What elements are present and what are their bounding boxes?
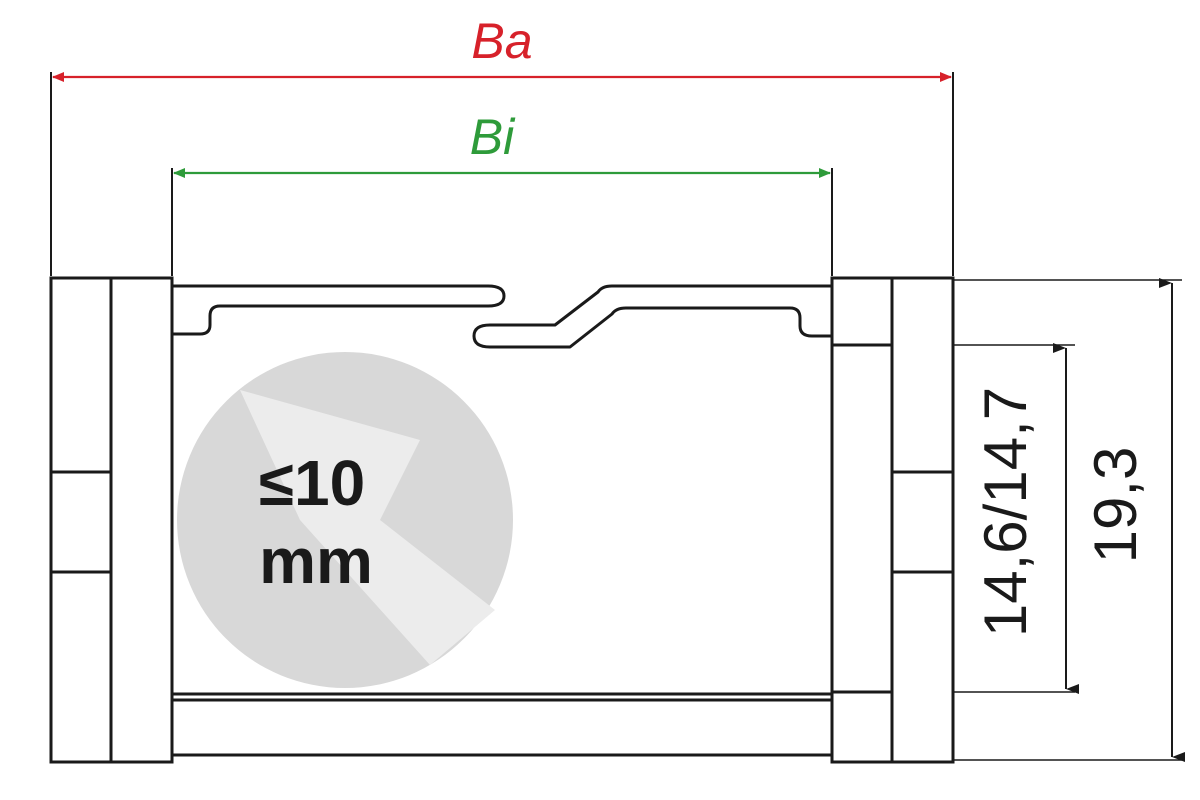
cable-highlight-wedge <box>240 390 495 665</box>
right-wall-inner-plate <box>830 276 894 764</box>
inner-height-label: 14,6/14,7 <box>972 387 1039 637</box>
outer-width-label: Ba <box>471 13 532 69</box>
inner-width-dimension <box>171 168 833 276</box>
inner-height-dimension <box>953 343 1079 694</box>
right-wall-outer-plate <box>890 276 955 764</box>
cable-diameter-unit: mm <box>259 525 373 597</box>
top-crossbar <box>170 284 832 349</box>
left-wall-outer-plate <box>49 276 113 764</box>
left-side-wall <box>49 276 174 764</box>
outer-width-dimension <box>50 72 954 276</box>
right-side-wall <box>830 276 955 764</box>
cable-diameter-value: ≤10 <box>259 447 365 519</box>
inner-cavity <box>170 278 834 762</box>
left-wall-inner-plate <box>109 276 174 764</box>
top-crossbar-outer-profile <box>172 284 506 336</box>
outer-height-label: 19,3 <box>1082 447 1149 564</box>
cable-diameter-indicator <box>177 352 513 688</box>
inner-width-label: Bi <box>470 109 516 165</box>
top-crossbar-lower-profile <box>472 306 832 349</box>
outer-height-dimension <box>953 278 1185 762</box>
top-crossbar-lock-profile <box>170 284 832 334</box>
bottom-crossbar <box>172 692 832 757</box>
